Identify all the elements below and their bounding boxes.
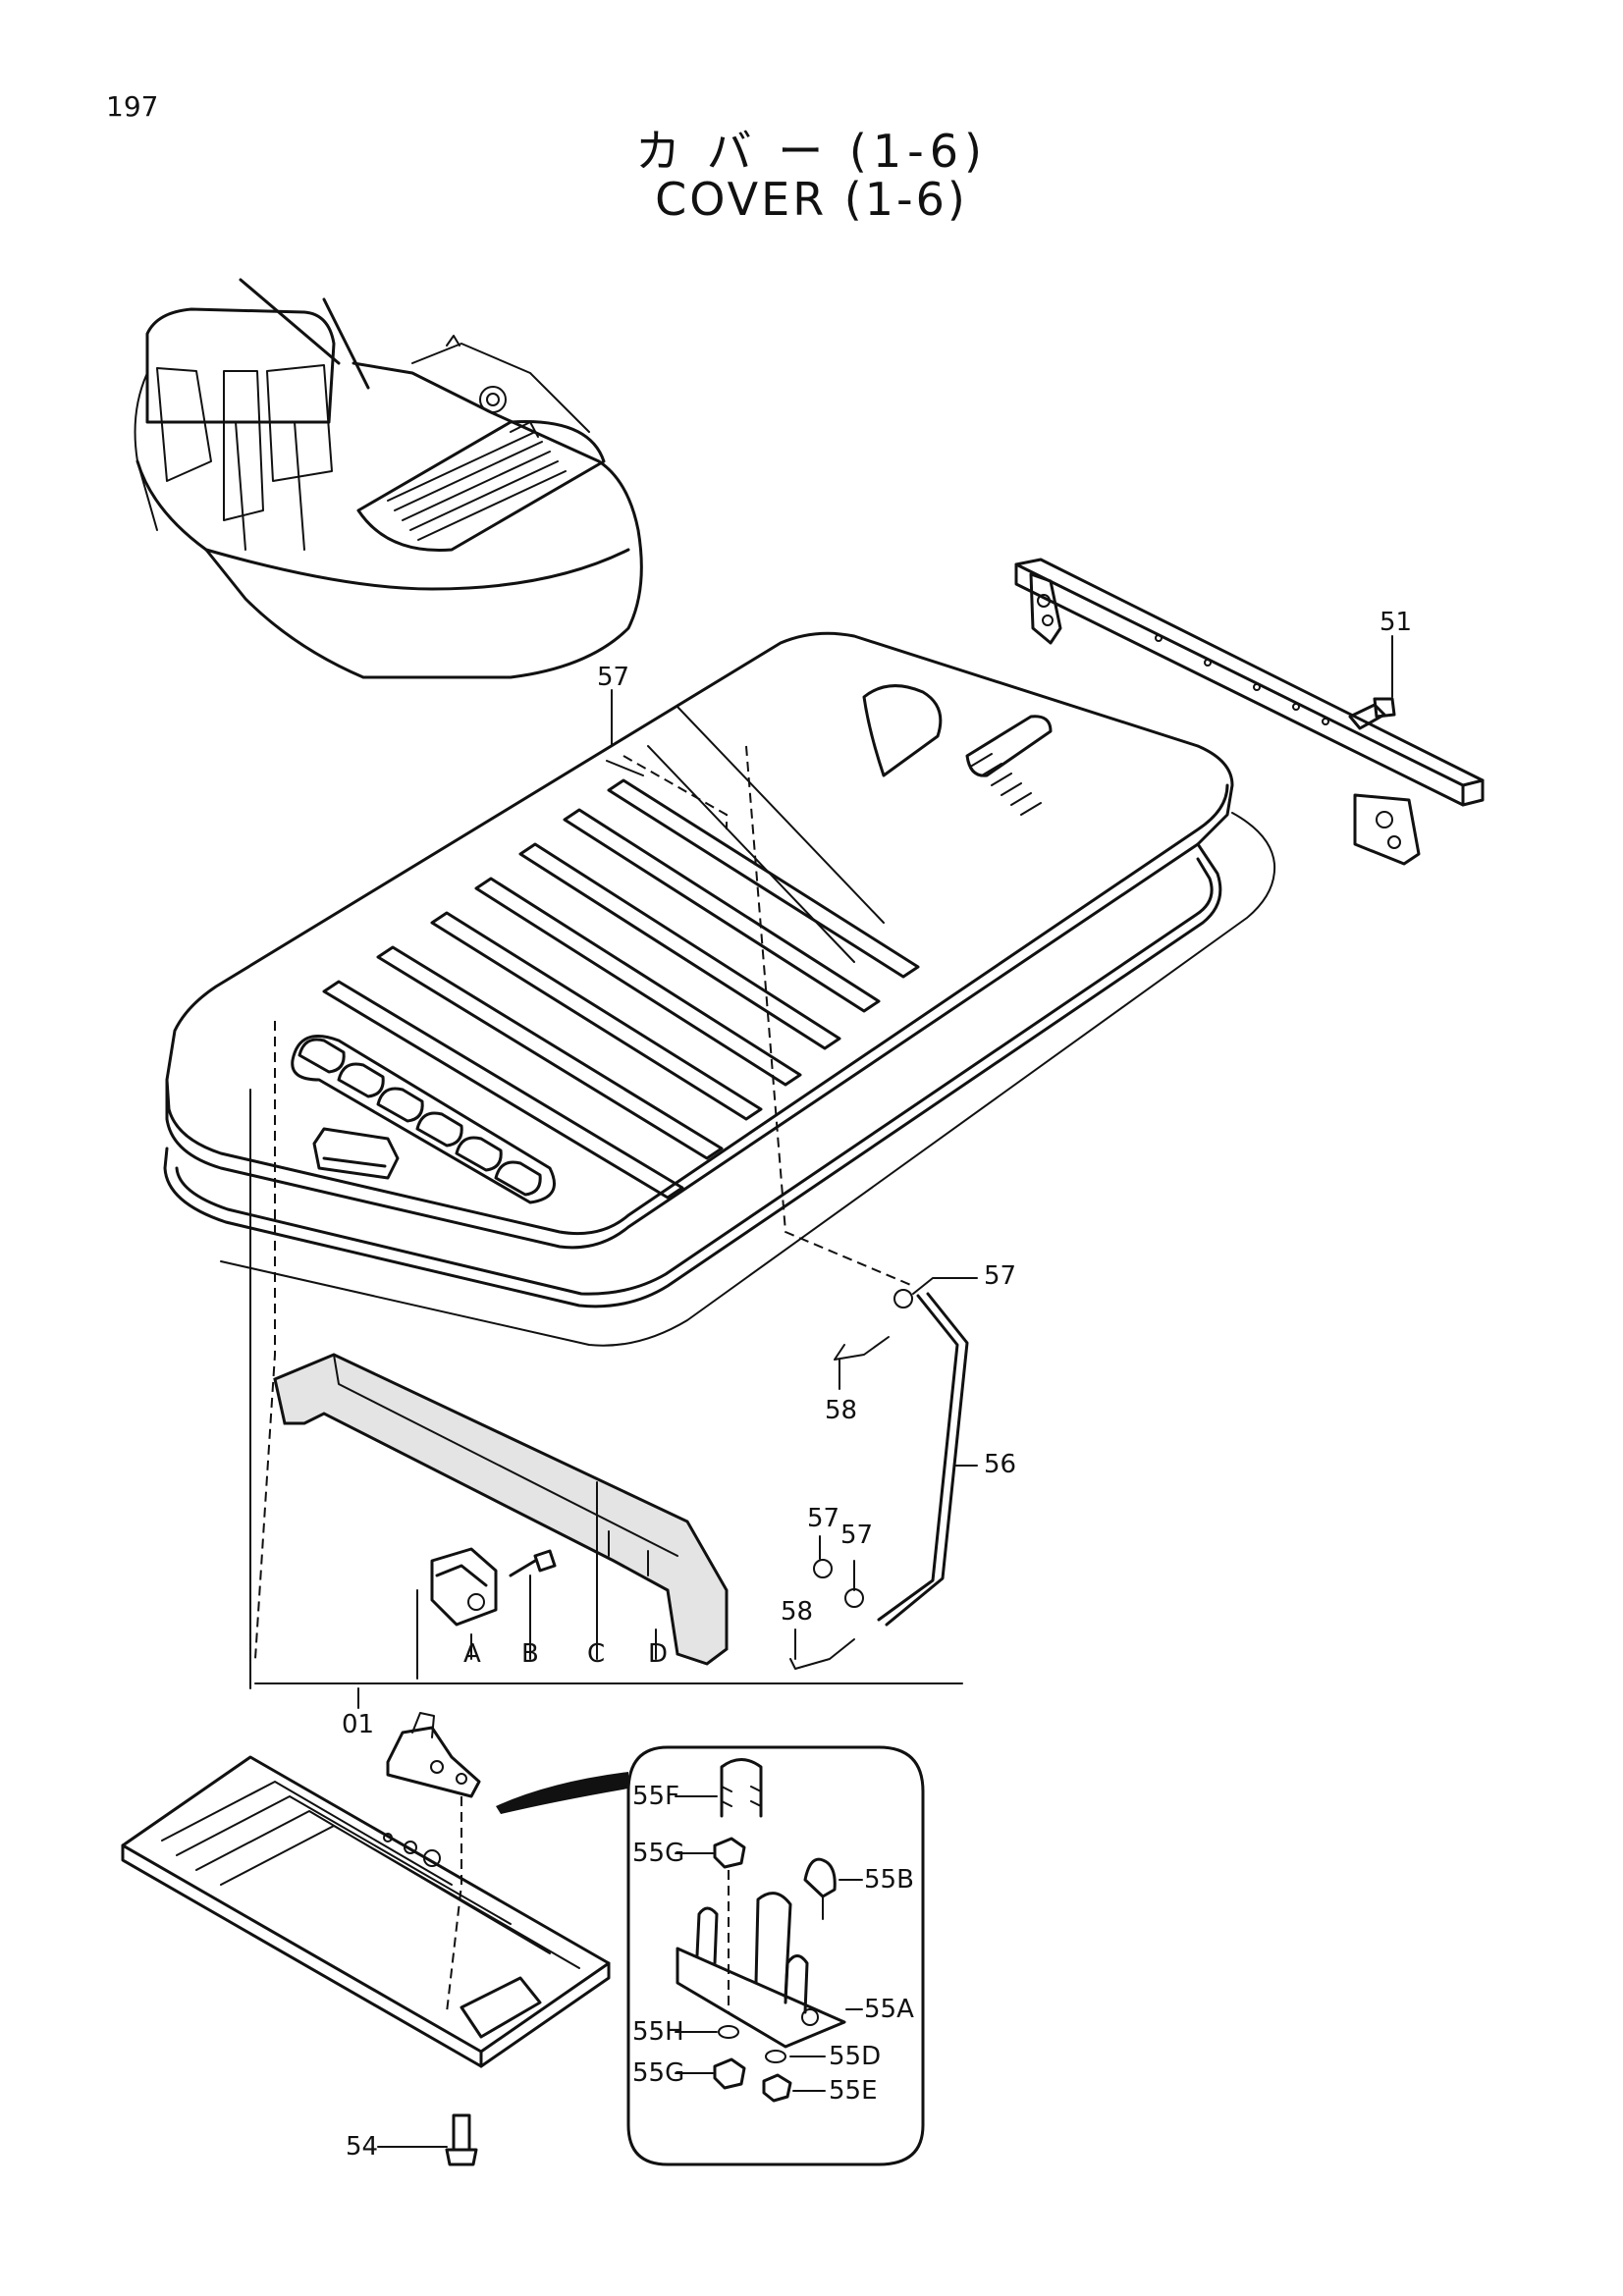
callout-01: 01 bbox=[342, 1710, 374, 1739]
clip-and-bolt-illustration bbox=[430, 1547, 557, 1627]
callout-54: 54 bbox=[346, 2132, 378, 2162]
bolt-54-illustration bbox=[445, 2113, 478, 2166]
page-title-english: COVER (1-6) bbox=[655, 173, 968, 226]
callout-57-top: 57 bbox=[597, 663, 629, 692]
grab-handle-illustration bbox=[273, 1353, 729, 1666]
callout-57-lower-right: 57 bbox=[840, 1521, 873, 1550]
engine-cover-illustration bbox=[165, 631, 1234, 1660]
leader-lines bbox=[249, 635, 1393, 2148]
striker-panel-illustration bbox=[121, 1755, 611, 2068]
callout-51: 51 bbox=[1380, 608, 1412, 637]
callout-55H: 55H bbox=[632, 2017, 684, 2047]
callout-56: 56 bbox=[984, 1450, 1016, 1479]
page-number: 197 bbox=[106, 90, 159, 123]
callout-55G-upper: 55G bbox=[632, 1839, 684, 1868]
callout-B: B bbox=[521, 1639, 539, 1669]
callout-55D: 55D bbox=[829, 2042, 881, 2071]
hinge-bracket-illustration bbox=[1014, 558, 1485, 866]
callout-C: C bbox=[587, 1639, 605, 1669]
callout-55G-lower: 55G bbox=[632, 2058, 684, 2088]
callout-55B: 55B bbox=[864, 1865, 914, 1895]
callout-55E: 55E bbox=[829, 2076, 878, 2106]
excavator-overview-illustration bbox=[134, 278, 643, 679]
callout-58-lower: 58 bbox=[781, 1597, 813, 1627]
callout-55A: 55A bbox=[864, 1995, 914, 2024]
callout-58-upper: 58 bbox=[825, 1396, 857, 1425]
callout-57-right: 57 bbox=[984, 1261, 1016, 1291]
support-rod-illustration bbox=[789, 1289, 969, 1670]
callout-D: D bbox=[648, 1639, 668, 1669]
callout-57-lower-left: 57 bbox=[807, 1504, 839, 1533]
page-title-japanese: カ バ ー (1-6) bbox=[635, 125, 988, 178]
callout-labels: 51 57 57 58 56 57 57 58 A B C D 01 55F 5… bbox=[342, 608, 1412, 2162]
callout-55F: 55F bbox=[632, 1782, 679, 1811]
bolt-51-illustration bbox=[1348, 697, 1396, 730]
callout-A: A bbox=[463, 1639, 481, 1669]
seal-illustration bbox=[163, 812, 1276, 1347]
latch-illustration bbox=[386, 1712, 481, 2013]
latch-detail-bubble bbox=[496, 1745, 925, 2166]
